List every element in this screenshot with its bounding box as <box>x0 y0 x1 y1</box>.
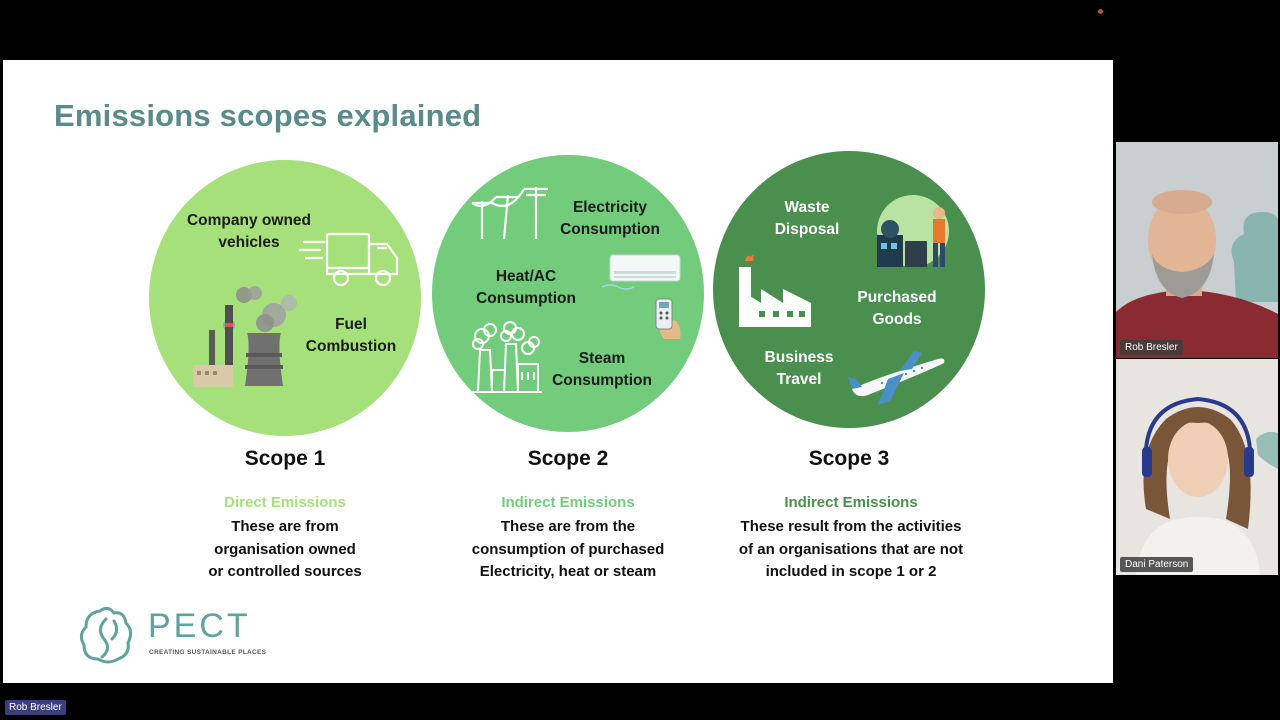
scope-1-subtitle: Direct Emissions <box>224 494 346 511</box>
business-travel-label: Business Travel <box>764 349 834 388</box>
participant-video-tile[interactable]: Rob Bresler <box>1116 142 1278 358</box>
delivery-truck-icon <box>299 232 399 287</box>
factory-icon <box>739 254 811 327</box>
scope-3-subtitle: Indirect Emissions <box>784 494 918 511</box>
waste-worker-icon <box>877 195 949 267</box>
pect-logo: PECT CREATING SUSTAINABLE PLACES <box>78 605 268 665</box>
scope-2-subtitle: Indirect Emissions <box>501 494 635 511</box>
scope-2-title: Scope 2 <box>527 447 609 470</box>
participant-name-tag: Dani Paterson <box>1120 557 1194 572</box>
scope-1-circle: Company owned vehicles Fuel Combustion <box>149 160 421 436</box>
participant-video-tile[interactable]: Dani Paterson <box>1116 359 1278 575</box>
remote-control-icon <box>655 298 681 339</box>
scope-1-title: Scope 1 <box>244 447 326 470</box>
participant-video-feed <box>1116 359 1278 575</box>
air-conditioner-icon <box>602 254 681 290</box>
recording-indicator <box>1098 9 1103 14</box>
power-plant-icon <box>193 286 297 387</box>
power-lines-icon <box>471 187 548 240</box>
participant-video-feed <box>1116 142 1278 358</box>
logo-tagline: CREATING SUSTAINABLE PLACES <box>149 649 267 656</box>
fuel-combustion-label: Fuel Combustion <box>305 316 397 355</box>
steam-consumption-label: Steam Consumption <box>552 350 652 389</box>
shared-slide: Emissions scopes explained Company owned… <box>3 60 1113 683</box>
participant-name-tag: Rob Bresler <box>1120 340 1183 355</box>
heat-ac-consumption-label: Heat/AC Consumption <box>476 268 576 307</box>
scope-3-title: Scope 3 <box>808 447 890 470</box>
active-speaker-tag: Rob Bresler <box>5 700 66 715</box>
pect-logo-mark-icon <box>79 606 133 664</box>
purchased-goods-label: Purchased Goods <box>857 289 937 328</box>
scope-2-circle: Electricity Consumption Heat/AC Consumpt… <box>432 155 704 432</box>
slide-title: Emissions scopes explained <box>54 98 482 133</box>
factory-steam-icon <box>472 321 542 393</box>
scope-2-description: These are from the consumption of purcha… <box>471 518 665 580</box>
waste-disposal-label: Waste Disposal <box>774 199 840 238</box>
logo-text: PECT <box>148 607 251 645</box>
scope-1-description: These are from organisation owned or con… <box>208 518 362 580</box>
scope-3-circle: Waste Disposal Purchased Goods Business … <box>713 151 985 428</box>
airplane-icon <box>848 351 945 405</box>
company-vehicles-label: Company owned vehicles <box>186 212 312 251</box>
electricity-consumption-label: Electricity Consumption <box>560 199 660 238</box>
scope-3-description: These result from the activities of an o… <box>738 518 964 580</box>
